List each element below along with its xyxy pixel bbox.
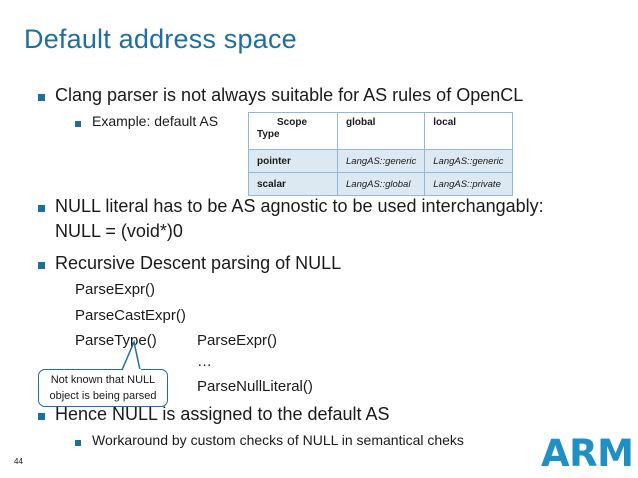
table-header-global: global bbox=[336, 112, 426, 150]
code-line: ParseExpr() bbox=[197, 332, 278, 349]
table-corner-cell: Scope Type bbox=[248, 112, 338, 150]
table-header-row: Scope Type global local bbox=[248, 112, 513, 150]
code-line: ParseNullLiteral() bbox=[197, 378, 313, 395]
bullet-marker bbox=[38, 262, 45, 269]
callout-joint bbox=[123, 369, 141, 372]
bullet-text: Hence NULL is assigned to the default AS bbox=[55, 404, 390, 424]
callout-box: Not known that NULL object is being pars… bbox=[38, 369, 168, 407]
table-row-label: pointer bbox=[248, 149, 338, 173]
table-cell: LangAS::global bbox=[336, 172, 426, 196]
slide-title: Default address space bbox=[24, 24, 297, 54]
code-line: ParseType() bbox=[75, 332, 157, 349]
sub-bullet-text: Example: default AS bbox=[92, 113, 219, 129]
table-scope-label: Scope bbox=[277, 117, 308, 128]
sub-bullet-marker bbox=[75, 440, 81, 446]
sub-bullet-text: Workaround by custom checks of NULL in s… bbox=[92, 432, 464, 448]
table-type-label: Type bbox=[257, 129, 280, 140]
bullet-marker bbox=[38, 413, 45, 420]
arm-logo: ARM bbox=[541, 432, 634, 475]
bullet-text: NULL literal has to be AS agnostic to be… bbox=[55, 196, 544, 216]
table-row: scalar LangAS::global LangAS::private bbox=[248, 172, 513, 196]
table-cell: LangAS::generic bbox=[336, 149, 426, 173]
bullet-text: Clang parser is not always suitable for … bbox=[55, 85, 524, 105]
table-cell: LangAS::generic bbox=[424, 149, 513, 173]
callout-pointer bbox=[120, 340, 141, 371]
table-row-label: scalar bbox=[248, 172, 338, 196]
bullet-text-continued: NULL = (void*)0 bbox=[55, 221, 183, 241]
bullet-marker bbox=[38, 205, 45, 212]
table-cell: LangAS::private bbox=[424, 172, 513, 196]
callout-line: Not known that NULL bbox=[50, 374, 156, 386]
bullet-marker bbox=[38, 94, 45, 101]
table-row: pointer LangAS::generic LangAS::generic bbox=[248, 149, 513, 173]
callout-line: object is being parsed bbox=[49, 390, 157, 402]
code-line: ParseExpr() bbox=[75, 281, 156, 298]
sub-bullet-marker bbox=[75, 121, 81, 127]
bullet-text: Recursive Descent parsing of NULL bbox=[55, 253, 342, 273]
code-line: ParseCastExpr() bbox=[75, 307, 186, 324]
page-number: 44 bbox=[14, 457, 23, 466]
address-space-table: Scope Type global local pointer LangAS::… bbox=[248, 112, 513, 196]
table-header-local: local bbox=[424, 112, 513, 150]
code-line: … bbox=[197, 353, 212, 370]
